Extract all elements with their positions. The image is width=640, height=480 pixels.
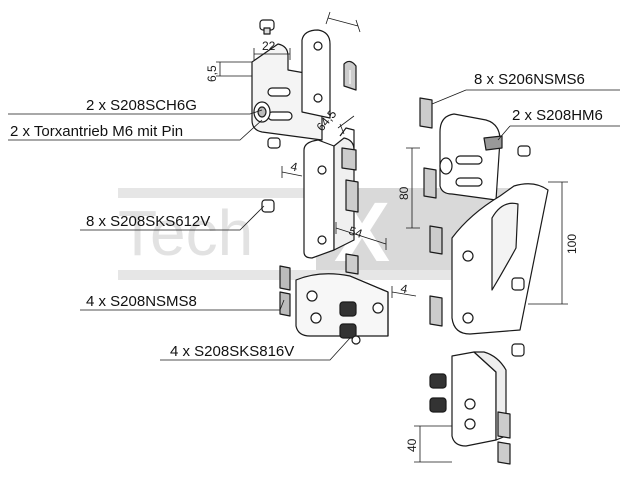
hammer-nut [483,135,503,151]
slot-nut-top [343,60,357,91]
bolts-right-lower [429,373,447,413]
slot-nut-right-top-2 [423,167,437,199]
screw-left-1 [267,137,281,149]
dim-text-4-lower: 4 [399,281,409,296]
slot-nut-right-mid-1 [429,225,443,255]
dim-line-100 [528,181,568,305]
dim-text-54: 54 [347,224,364,242]
bolts-lower [339,301,361,345]
screw-right-1 [517,145,531,157]
hinge-plate-right-top [439,113,501,201]
dim-line-65 [216,61,252,77]
screw-top-left [259,19,275,35]
dim-text-65: 6,5 [205,65,219,82]
slot-nut-mid-1 [341,147,357,171]
leader-s206nsms6 [431,89,620,105]
dim-text-80: 80 [397,186,411,200]
slot-nut-mid-2 [345,179,359,213]
dim-line-4-lower [391,286,417,298]
callout-s208sks816v: 4 x S208SKS816V [170,343,295,360]
dim-line-22 [253,48,291,60]
dim-line-top-right [325,11,361,33]
callout-s208sks612v: 8 x S208SKS612V [86,213,211,230]
leader-s208sks612v [80,205,265,231]
leader-s208hm6 [497,125,620,141]
leader-s208sch6g [8,109,263,115]
callout-s208nsms8: 4 x S208NSMS8 [86,293,197,310]
leader-s208nsms8 [80,299,285,311]
slot-nut-right-lower [497,411,511,465]
dim-line-40 [414,425,452,463]
dim-text-100: 100 [565,234,579,254]
dim-text-40: 40 [405,438,419,452]
slot-nut-lower-mid [345,253,359,275]
dim-line-645 [337,115,355,135]
callout-s208hm6: 2 x S208HM6 [512,107,603,124]
slot-nut-right-top-1 [419,97,433,129]
dim-line-4-mid [281,166,303,178]
dim-line-80 [406,147,420,229]
leader-s208sks816v [160,337,351,361]
slot-nut-lower-left [279,265,291,317]
dim-text-22: 22 [262,39,276,53]
screw-right-3 [511,343,525,357]
leader-torx [8,119,263,141]
hinge-plate-right-large [451,183,549,335]
screw-left-2 [261,199,275,213]
dim-line-54 [335,222,387,250]
callout-s206nsms6: 8 x S206NSMS6 [474,71,585,88]
callout-torx: 2 x Torxantrieb M6 mit Pin [10,123,184,140]
dim-text-4-mid: 4 [289,159,299,174]
callout-s208sch6g: 2 x S208SCH6G [86,97,197,114]
slot-nut-right-mid-2 [429,295,443,327]
screw-right-2 [511,277,525,291]
torx-pin [253,101,271,123]
angle-bracket-top [251,29,331,141]
watermark-word: Tech [118,197,254,269]
